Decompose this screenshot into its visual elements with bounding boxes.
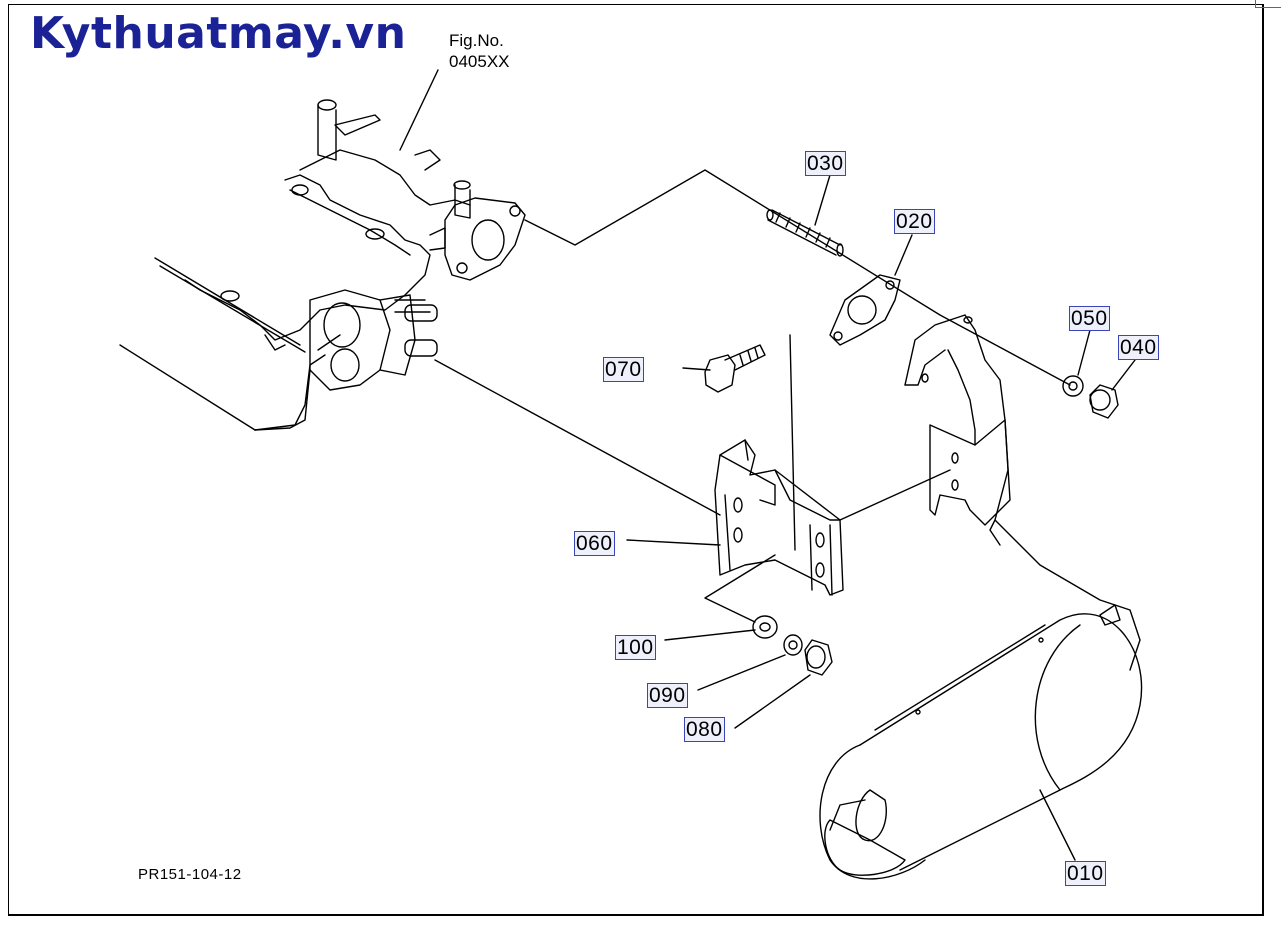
- figure-caption: Fig.No.: [449, 31, 504, 50]
- drawing-frame: [8, 4, 1264, 916]
- part-label-030[interactable]: 030: [805, 151, 846, 176]
- cylinder-head-drawing: [119, 174, 438, 431]
- leader-lines: [399, 69, 1136, 861]
- corner-mark: [1255, 0, 1281, 8]
- gasket-drawing: [829, 274, 901, 346]
- part-label-040[interactable]: 040: [1118, 335, 1159, 360]
- part-label-080[interactable]: 080: [684, 717, 725, 742]
- site-watermark: Kythuatmay.vn: [30, 8, 407, 59]
- part-label-090[interactable]: 090: [647, 683, 688, 708]
- stud-bolt-drawing: [766, 209, 844, 257]
- part-label-060[interactable]: 060: [574, 531, 615, 556]
- part-label-050[interactable]: 050: [1069, 306, 1110, 331]
- part-label-020[interactable]: 020: [894, 209, 935, 234]
- bolt-drawing: [704, 344, 766, 393]
- part-label-100[interactable]: 100: [615, 635, 656, 660]
- manifold-drawing: [299, 99, 526, 281]
- figure-number: 0405XX: [449, 52, 510, 71]
- fastener-set-drawing: [752, 615, 833, 676]
- part-label-010[interactable]: 010: [1065, 861, 1106, 886]
- bracket-drawing: [714, 439, 844, 596]
- part-label-070[interactable]: 070: [603, 357, 644, 382]
- muffler-drawing: [819, 314, 1143, 880]
- washer-nut-drawing: [1062, 375, 1119, 419]
- drawing-code: PR151-104-12: [138, 866, 242, 883]
